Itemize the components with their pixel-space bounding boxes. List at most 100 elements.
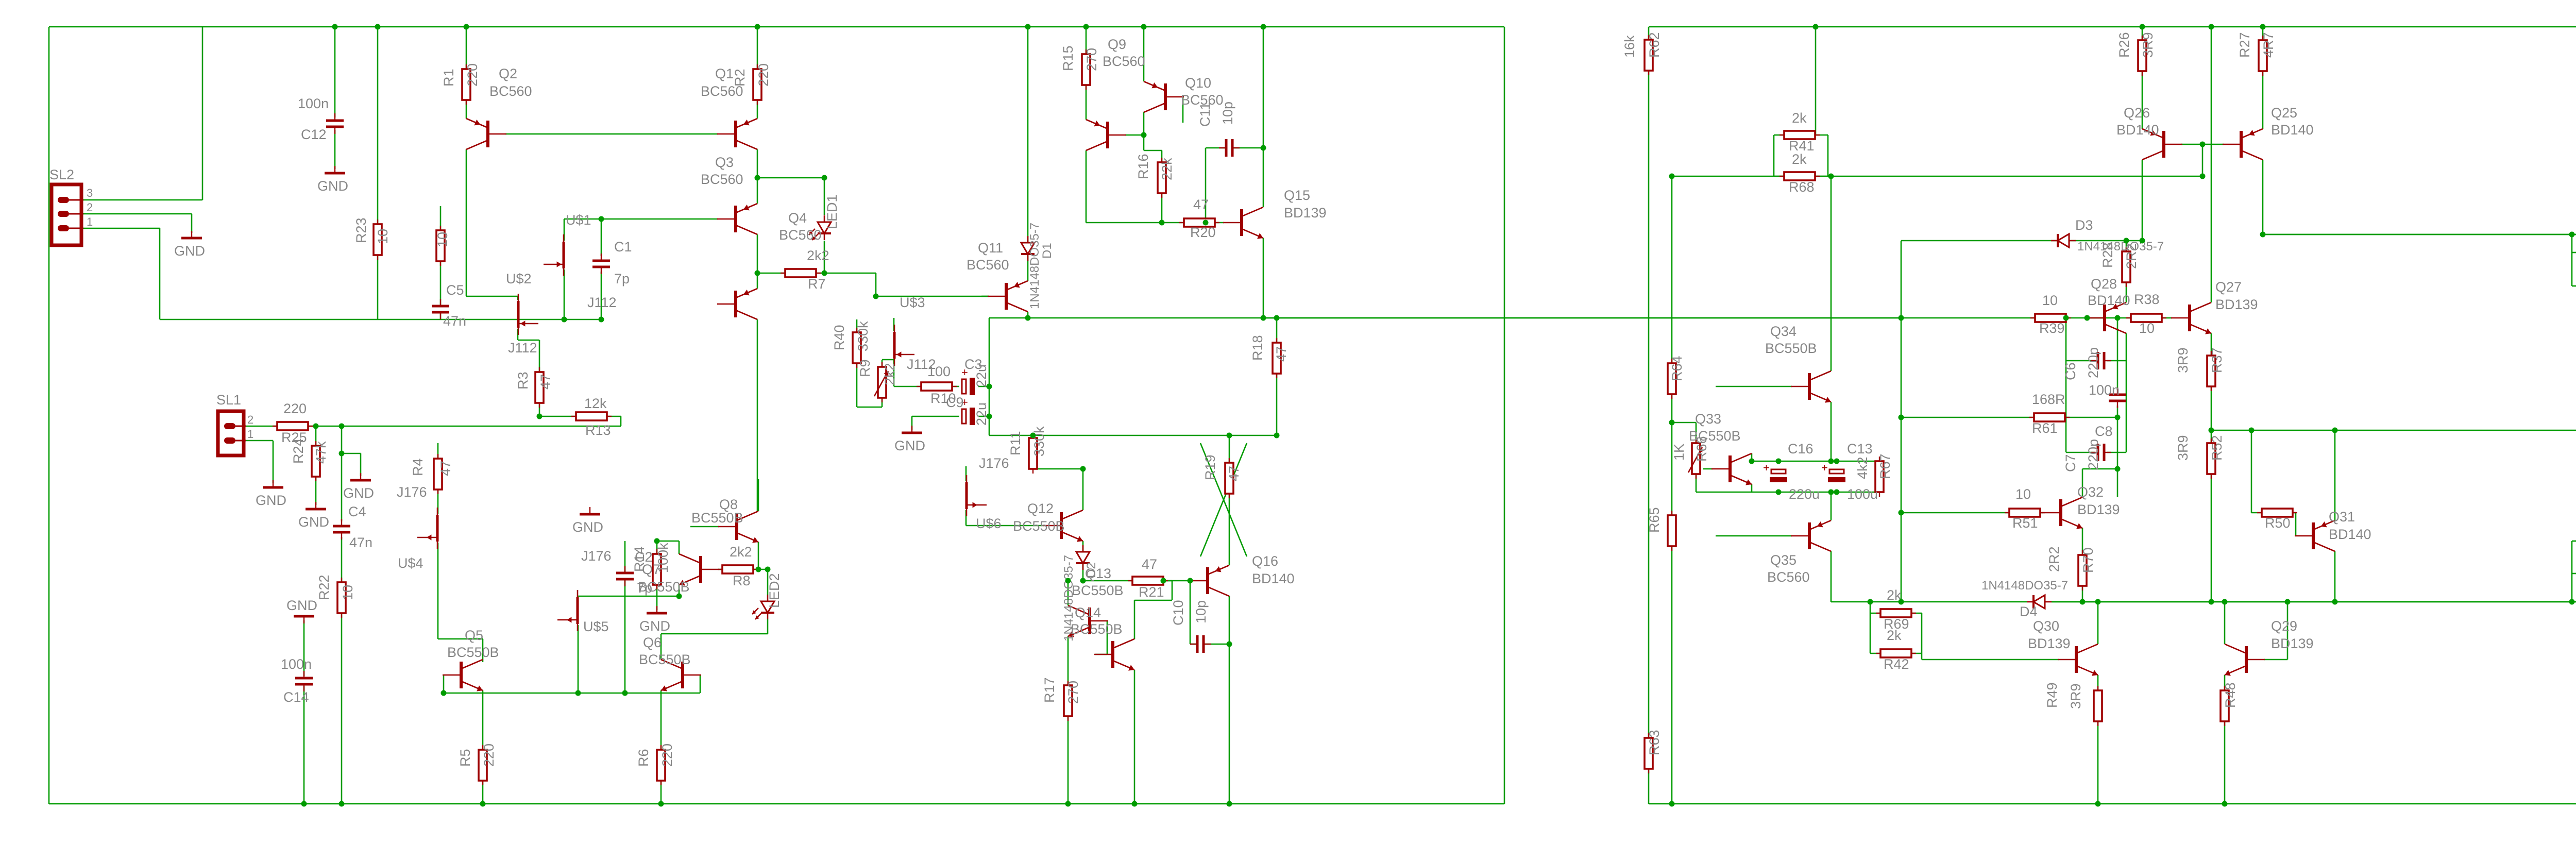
component-R5[interactable] xyxy=(478,745,488,785)
component-Q34[interactable] xyxy=(1791,370,1832,403)
component-C9[interactable]: + xyxy=(961,396,975,425)
component-R51[interactable] xyxy=(2005,508,2045,518)
component-R50[interactable] xyxy=(2257,508,2297,518)
component-R17[interactable] xyxy=(1063,681,1073,721)
component-R40[interactable] xyxy=(852,328,862,368)
component-R27[interactable] xyxy=(2258,36,2268,76)
component-Q4[interactable] xyxy=(717,288,758,320)
component-R49[interactable] xyxy=(2093,686,2103,726)
component-R9[interactable] xyxy=(873,362,889,402)
component-R70[interactable] xyxy=(2077,550,2088,590)
component-C6[interactable] xyxy=(2091,352,2111,369)
component-R18[interactable] xyxy=(1272,338,1282,378)
component-R48[interactable] xyxy=(2219,686,2230,726)
component-R16[interactable] xyxy=(1157,158,1167,198)
component-R41[interactable] xyxy=(1780,130,1820,140)
component-C13[interactable]: + xyxy=(1821,461,1845,482)
component-D4[interactable] xyxy=(2027,594,2052,610)
component-R14[interactable] xyxy=(652,549,662,589)
component-R23[interactable] xyxy=(372,220,383,260)
component-U$3[interactable] xyxy=(893,325,915,366)
component-Q2[interactable] xyxy=(466,117,506,150)
component-D3[interactable] xyxy=(2051,232,2076,249)
component-R15[interactable] xyxy=(1081,49,1091,90)
component-LED2[interactable] xyxy=(752,595,776,620)
component-Q13[interactable] xyxy=(1094,638,1135,671)
component-LED1[interactable] xyxy=(808,215,833,241)
component-R3[interactable] xyxy=(534,367,545,408)
component-R37[interactable] xyxy=(2206,351,2216,391)
component-R6[interactable] xyxy=(656,745,666,785)
component-R13[interactable] xyxy=(571,411,612,421)
component-Q8[interactable] xyxy=(718,510,759,543)
component-R7[interactable] xyxy=(781,268,821,278)
component-Q25[interactable] xyxy=(2223,128,2263,161)
component-R63[interactable] xyxy=(1643,733,1654,773)
component-R52[interactable] xyxy=(2206,438,2216,479)
component-Q5[interactable] xyxy=(443,659,483,691)
component-Q9[interactable] xyxy=(1086,119,1126,151)
component-C5[interactable] xyxy=(432,299,449,319)
component-R62[interactable] xyxy=(1643,35,1654,75)
component-R26[interactable] xyxy=(2137,36,2147,76)
component-Q27[interactable] xyxy=(2171,301,2212,334)
component-Q3[interactable] xyxy=(717,202,758,235)
component-R28[interactable] xyxy=(2121,247,2131,287)
component-D1[interactable] xyxy=(1020,236,1036,261)
component-C1[interactable] xyxy=(592,254,610,274)
component-D2[interactable] xyxy=(1075,545,1091,570)
wire[interactable] xyxy=(1199,443,1248,557)
component-Q31[interactable] xyxy=(2295,519,2335,552)
component-R8[interactable] xyxy=(718,564,758,575)
component-Q10[interactable] xyxy=(1143,80,1184,113)
component-R69[interactable] xyxy=(1876,608,1916,618)
component-U$2[interactable] xyxy=(517,294,539,335)
connector-SL2[interactable] xyxy=(49,182,83,247)
component-R25[interactable] xyxy=(273,421,313,431)
component-R10[interactable] xyxy=(917,381,957,392)
component-R-10[interactable] xyxy=(435,226,446,266)
component-Q16[interactable] xyxy=(1189,564,1230,597)
component-Q32[interactable] xyxy=(2042,496,2083,529)
component-C11[interactable] xyxy=(1219,139,1240,157)
component-Q6[interactable] xyxy=(660,659,701,691)
component-Q7[interactable] xyxy=(679,553,719,586)
component-C16[interactable]: + xyxy=(1763,461,1787,482)
component-C2[interactable] xyxy=(616,566,634,586)
component-C7[interactable] xyxy=(2091,444,2111,461)
component-R1[interactable] xyxy=(461,64,471,105)
component-Q29[interactable] xyxy=(2224,643,2265,676)
component-Q12[interactable] xyxy=(1043,509,1083,542)
component-R24[interactable] xyxy=(311,441,321,481)
component-Q30[interactable] xyxy=(2058,643,2098,676)
component-R67[interactable] xyxy=(1874,457,1885,497)
component-Q1[interactable] xyxy=(717,117,758,150)
component-R68[interactable] xyxy=(1780,171,1820,181)
component-R22[interactable] xyxy=(336,578,347,618)
component-U$5[interactable] xyxy=(557,590,579,631)
component-R65[interactable] xyxy=(1667,511,1677,551)
component-Q26[interactable] xyxy=(2142,128,2182,161)
component-U$4[interactable] xyxy=(417,508,439,549)
component-Q14[interactable] xyxy=(1067,604,1108,637)
component-C12[interactable] xyxy=(326,113,344,134)
component-C14[interactable] xyxy=(295,671,313,691)
component-Q33[interactable] xyxy=(1711,452,1752,485)
component-R38[interactable] xyxy=(2126,313,2166,323)
component-U$1[interactable] xyxy=(544,234,565,276)
component-Q35[interactable] xyxy=(1791,519,1832,552)
component-C8[interactable] xyxy=(2109,387,2126,408)
component-R64[interactable] xyxy=(1667,359,1677,399)
component-C10[interactable] xyxy=(1190,635,1211,653)
component-R66[interactable] xyxy=(1687,438,1703,479)
component-U$6[interactable] xyxy=(965,475,987,516)
connector-SL1[interactable] xyxy=(216,409,246,458)
component-R61[interactable] xyxy=(2029,412,2070,423)
component-R19[interactable] xyxy=(1224,458,1234,498)
component-Q15[interactable] xyxy=(1223,206,1264,239)
component-R2[interactable] xyxy=(752,64,762,105)
component-C4[interactable] xyxy=(333,519,350,539)
component-R4[interactable] xyxy=(433,454,443,494)
component-R42[interactable] xyxy=(1876,648,1916,659)
component-C3[interactable]: + xyxy=(961,366,975,395)
